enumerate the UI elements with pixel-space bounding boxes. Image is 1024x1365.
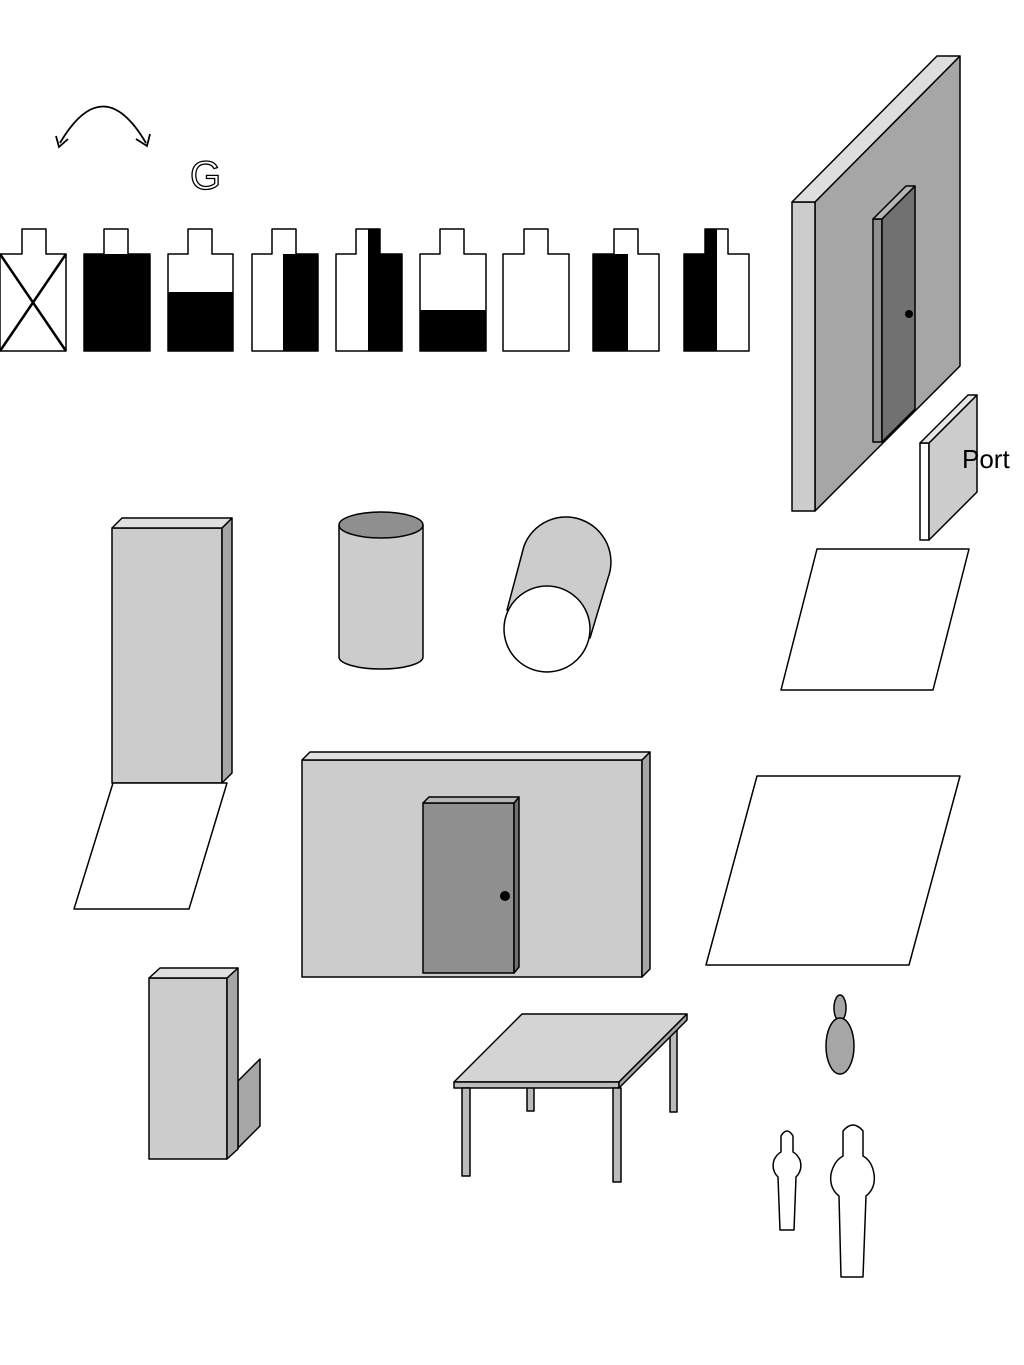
- target-right-strip-with-head-icon: [335, 228, 403, 352]
- door-icon: [422, 796, 520, 974]
- rotate-arrow-icon: [55, 105, 151, 149]
- target-bottom-third-icon: [419, 228, 487, 352]
- wall-with-door-icon: [791, 55, 961, 512]
- tall-block-icon: [111, 517, 233, 784]
- table-icon: [453, 1013, 688, 1183]
- table-leg: [461, 1087, 471, 1177]
- table-leg: [612, 1087, 622, 1183]
- table-leg: [669, 1025, 678, 1113]
- target-left-half-with-head-icon: [683, 228, 750, 352]
- target-left-half-icon: [592, 228, 660, 352]
- floor-tile-small-icon: [780, 548, 970, 691]
- target-bottom-half-icon: [167, 228, 234, 352]
- symbol-label: G: [190, 154, 221, 198]
- port-label: Port: [962, 444, 1010, 474]
- panel-icon: [919, 394, 978, 541]
- person-outline-icon: [829, 1124, 876, 1278]
- wall-door-front-icon: [301, 751, 651, 978]
- floor-tile-left-icon: [73, 782, 228, 910]
- target-full-icon: [83, 228, 151, 352]
- block-with-step-icon: [148, 967, 261, 1160]
- target-empty-icon: [502, 228, 570, 352]
- door-icon: [872, 185, 916, 443]
- cylinder-upright-icon: [338, 511, 424, 670]
- door-knob-icon: [500, 891, 510, 901]
- person-small-icon: [825, 994, 855, 1075]
- target-right-half-icon: [251, 228, 319, 352]
- door-knob-icon: [905, 310, 913, 318]
- person-outline-icon: [772, 1130, 802, 1231]
- floor-tile-large-icon: [705, 775, 961, 966]
- cylinder-tilted-icon: [503, 516, 612, 673]
- target-x-icon: [0, 228, 68, 352]
